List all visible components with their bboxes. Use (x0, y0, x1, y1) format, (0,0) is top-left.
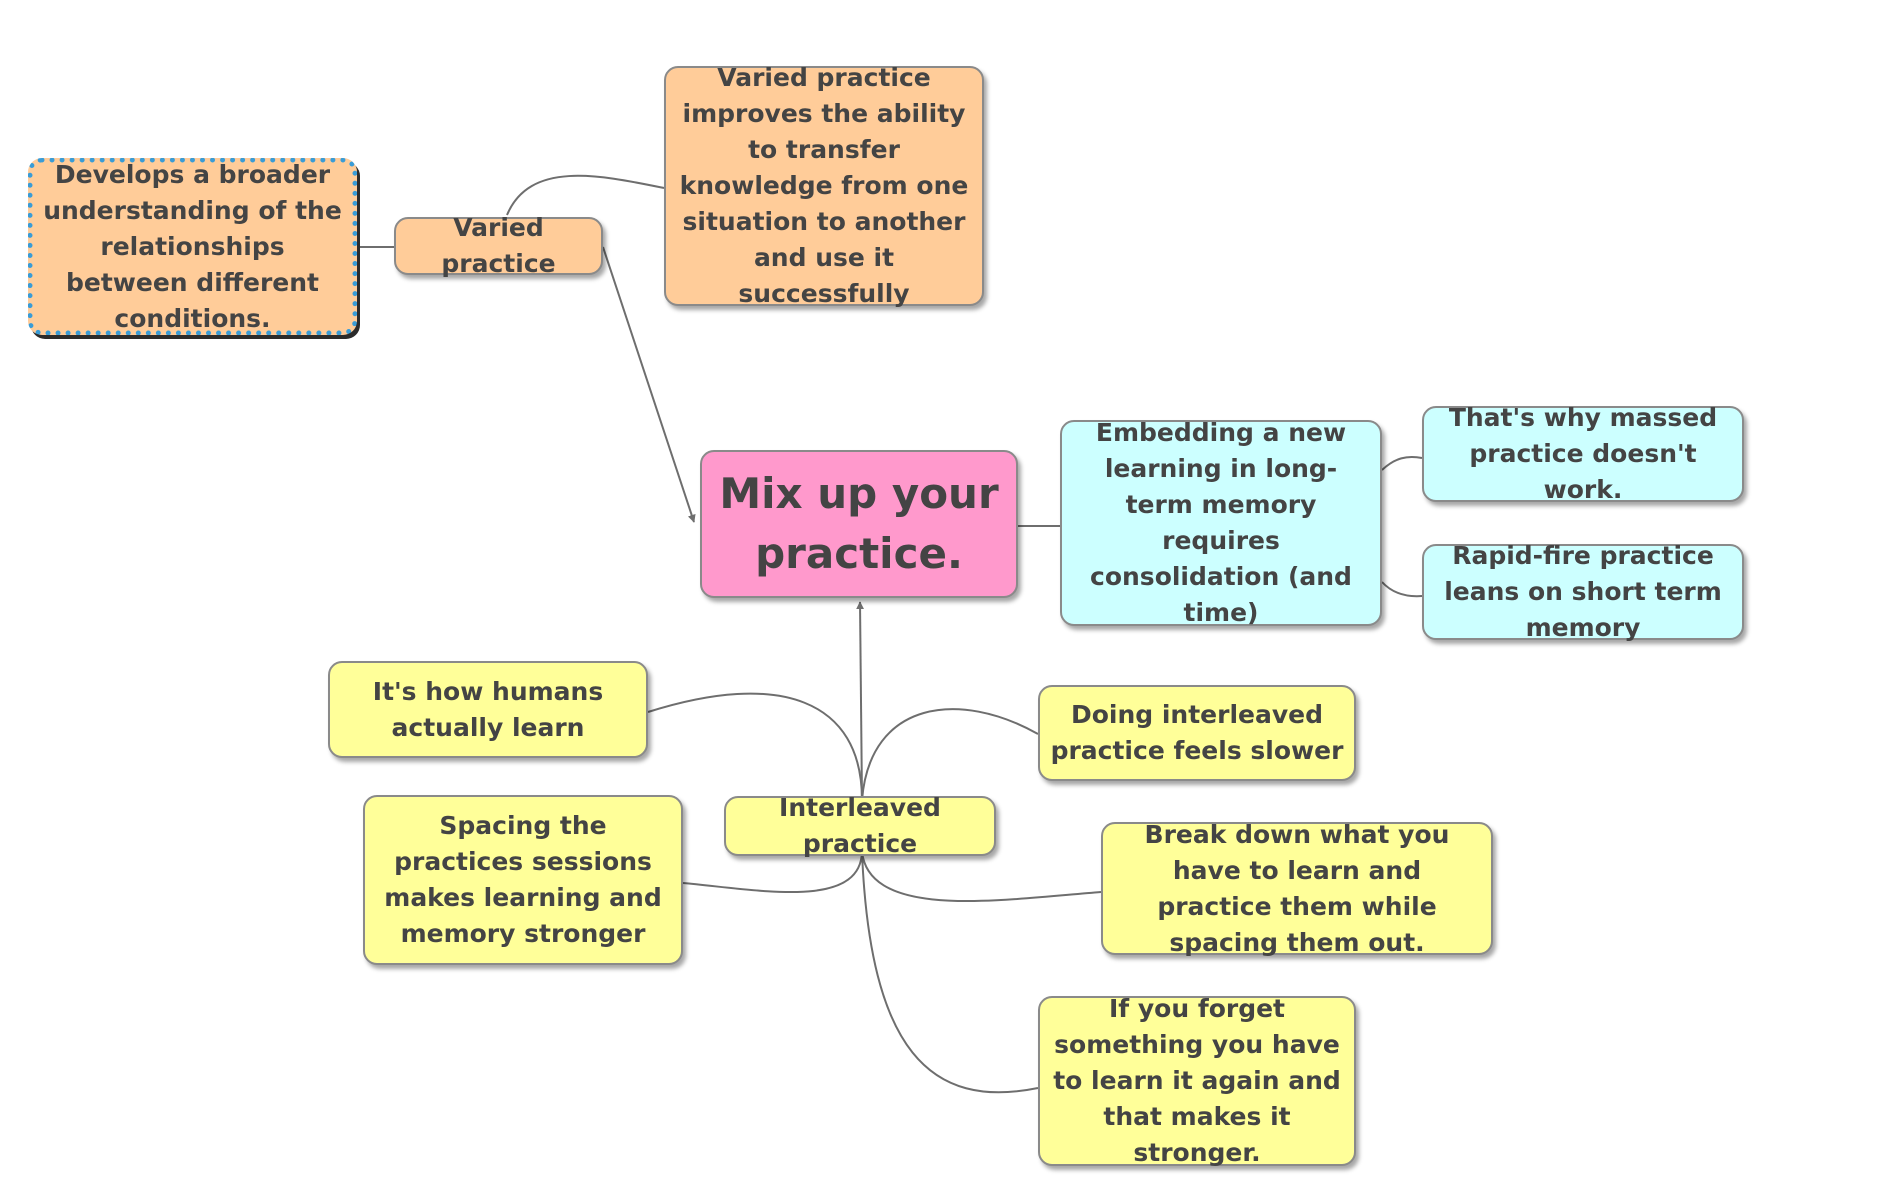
link-interleaved-to-forget (861, 851, 1039, 1094)
central-topic[interactable]: Mix up your practice. (700, 450, 1018, 598)
subtopic-transfer-knowledge-label: Varied practice improves the ability to … (679, 63, 969, 308)
link-interleaved-to-slower (861, 708, 1039, 801)
subtopic-break-down[interactable]: Break down what you have to learn and pr… (1101, 820, 1493, 957)
subtopic-forget-relearn[interactable]: If you forget something you have to lear… (1038, 994, 1356, 1167)
link-varied-to-central (602, 246, 696, 523)
link-interleaved-to-central (856, 601, 865, 801)
subtopic-massed-practice[interactable]: That's why massed practice doesn't work. (1422, 403, 1744, 504)
subtopic-transfer-knowledge[interactable]: Varied practice improves the ability to … (664, 63, 984, 308)
subtopic-spacing-practices[interactable]: Spacing the practices sessions makes lea… (363, 795, 683, 965)
topic-interleaved-practice-label: Interleaved practice (779, 793, 941, 858)
subtopic-feels-slower-label: Doing interleaved practice feels slower (1050, 700, 1344, 765)
subtopic-broader-understanding-label: Develops a broader understanding of the … (43, 159, 342, 333)
link-embedding-to-massed (1381, 455, 1423, 471)
subtopic-rapid-fire-label: Rapid-fire practice leans on short term … (1444, 541, 1722, 642)
subtopic-spacing-practices-label: Spacing the practices sessions makes lea… (384, 811, 662, 948)
link-interleaved-to-breakdown (861, 851, 1102, 902)
subtopic-rapid-fire[interactable]: Rapid-fire practice leans on short term … (1422, 541, 1744, 642)
subtopic-how-humans-learn-label: It's how humans actually learn (372, 676, 604, 742)
subtopic-how-humans-learn[interactable]: It's how humans actually learn (328, 661, 648, 758)
topic-varied-practice[interactable]: Varied practice (394, 213, 603, 278)
topic-varied-practice-label: Varied practice (441, 213, 556, 278)
topic-embedding-learning-label: Embedding a new learning in long-term me… (1090, 418, 1352, 627)
subtopic-massed-practice-label: That's why massed practice doesn't work. (1448, 403, 1718, 504)
subtopic-feels-slower[interactable]: Doing interleaved practice feels slower (1038, 685, 1356, 781)
link-varied-to-transfer (506, 174, 665, 216)
subtopic-forget-relearn-label: If you forget something you have to lear… (1053, 994, 1341, 1167)
link-interleaved-to-spacing (682, 851, 863, 894)
link-embedding-to-rapid (1381, 581, 1423, 598)
subtopic-broader-understanding[interactable]: Develops a broader understanding of the … (28, 158, 357, 335)
central-topic-label: Mix up your practice. (719, 469, 999, 578)
topic-embedding-learning[interactable]: Embedding a new learning in long-term me… (1060, 418, 1382, 627)
link-interleaved-to-humans (647, 692, 863, 801)
subtopic-break-down-label: Break down what you have to learn and pr… (1144, 819, 1450, 957)
topic-interleaved-practice[interactable]: Interleaved practice (724, 793, 996, 858)
